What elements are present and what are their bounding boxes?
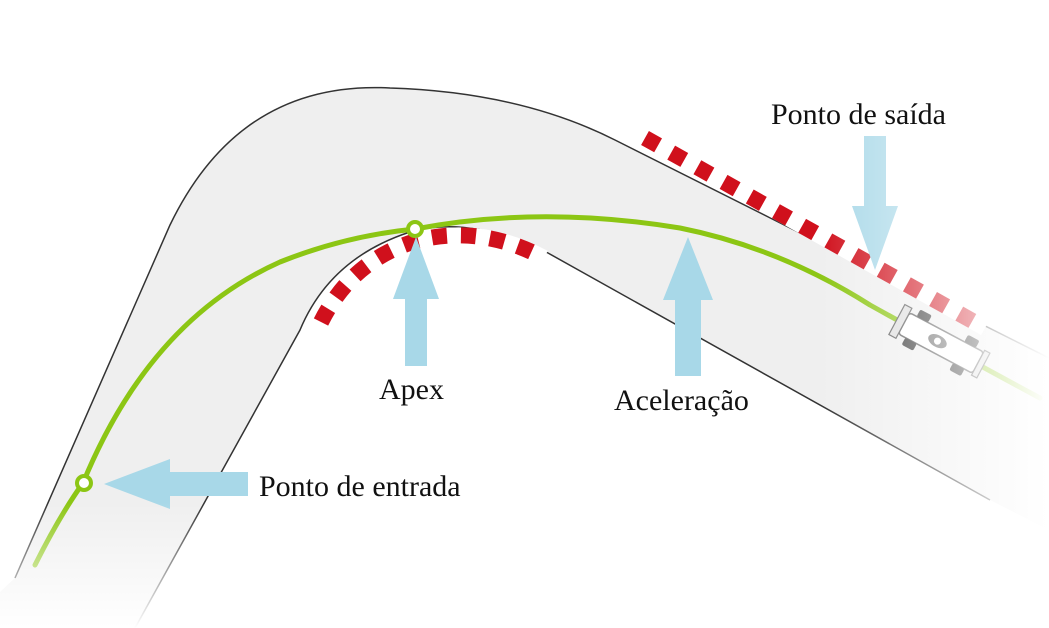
entry-point-label: Ponto de entrada bbox=[259, 470, 461, 503]
apex-label: Apex bbox=[379, 373, 444, 406]
acceleration-label: Aceleração bbox=[614, 384, 749, 417]
exit-point-label: Ponto de saída bbox=[771, 98, 946, 131]
